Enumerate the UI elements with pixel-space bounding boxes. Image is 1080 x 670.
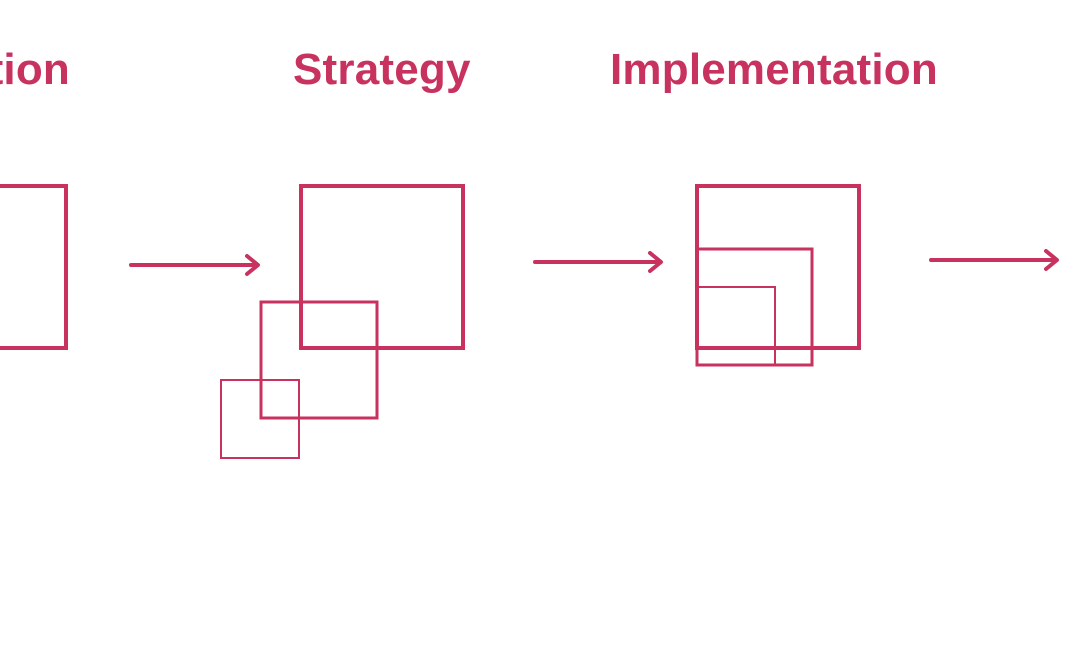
implementation-small-square — [696, 286, 776, 366]
stage-title-implementation: Implementation — [610, 45, 938, 94]
arrow-2-head — [648, 251, 663, 273]
implementation-large-square — [695, 184, 861, 350]
arrow-3-head — [1044, 249, 1059, 271]
stage-title-left-partial: tion — [0, 45, 70, 94]
strategy-large-square — [299, 184, 465, 350]
strategy-small-square — [220, 379, 300, 459]
stage-title-strategy: Strategy — [293, 45, 471, 94]
stage-left-square — [0, 184, 68, 350]
strategy-medium-square — [259, 300, 379, 420]
arrow-1-head — [245, 254, 260, 276]
